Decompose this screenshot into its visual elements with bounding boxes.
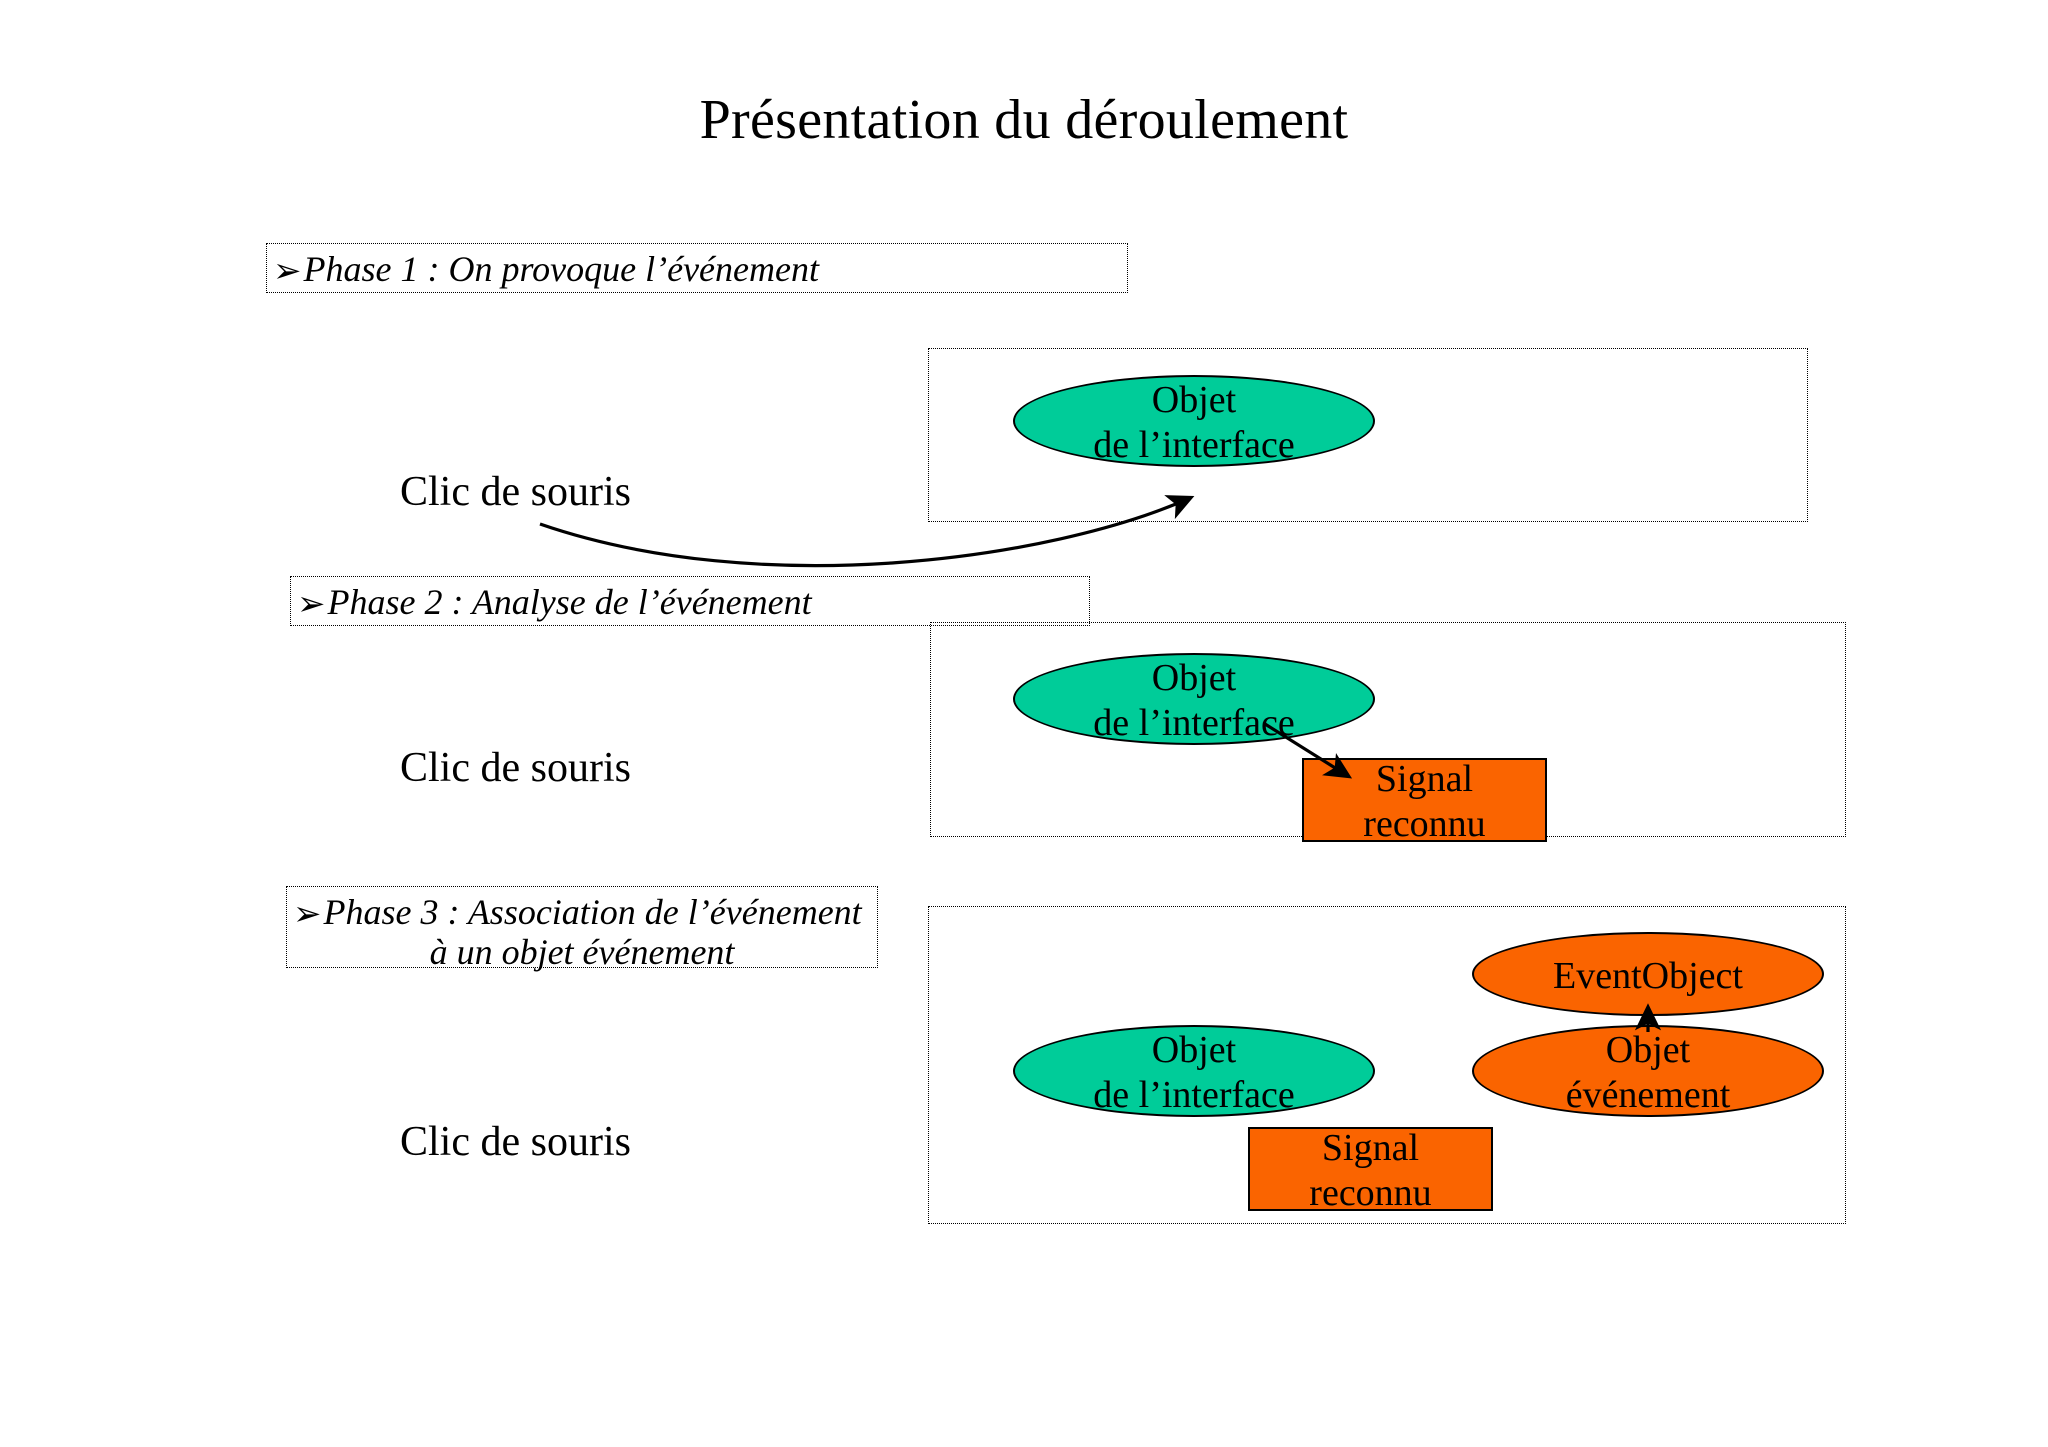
page-title: Présentation du déroulement <box>699 89 1349 151</box>
phase-3-label-line2: à un objet événement <box>429 932 735 973</box>
phase-2-caption-box: ➢Phase 2 : Analyse de l’événement <box>290 576 1090 626</box>
phase-3-eventobject-ellipse: EventObject <box>1472 932 1824 1016</box>
phase-2-click-label: Clic de souris <box>400 745 631 791</box>
phase-3-click-label: Clic de souris <box>400 1119 631 1165</box>
bullet-arrow-icon: ➢ <box>297 586 326 623</box>
phase-1-caption-box: ➢Phase 1 : On provoque l’événement <box>266 243 1128 293</box>
phase-3-panel <box>928 906 1846 1224</box>
bullet-arrow-icon: ➢ <box>293 896 322 933</box>
phase-1-panel <box>928 348 1808 522</box>
phase-1-label: Phase 1 : On provoque l’événement <box>303 249 819 289</box>
phase-3-caption-box: ➢Phase 3 : Association de l’événement à … <box>286 886 878 972</box>
phase-1-click-label: Clic de souris <box>400 469 631 515</box>
phase-3-eventobject-text: EventObject <box>1553 954 1743 997</box>
bullet-arrow-icon: ➢ <box>273 253 302 290</box>
phase-3-label-line1: Phase 3 : Association de l’événement <box>323 892 862 932</box>
phase-2-label: Phase 2 : Analyse de l’événement <box>327 582 812 622</box>
